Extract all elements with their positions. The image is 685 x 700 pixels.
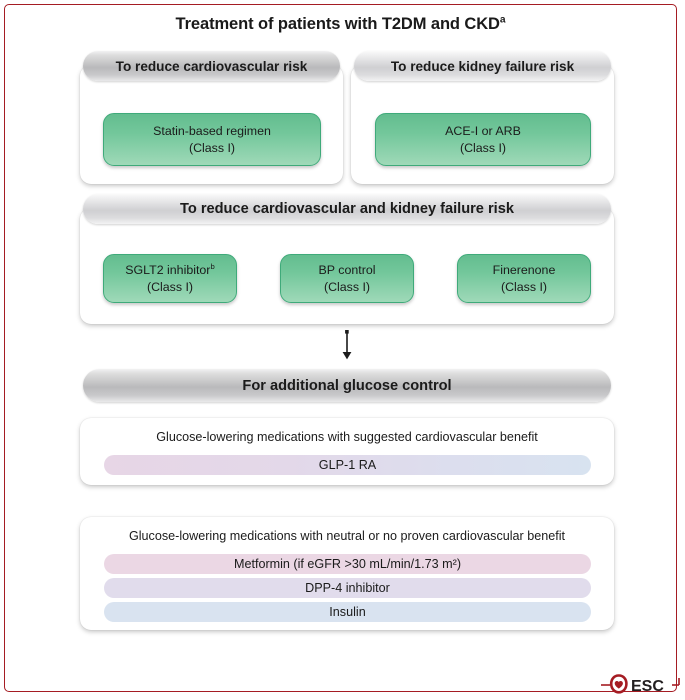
esc-logo: ESC [601, 674, 680, 695]
medbar-metformin-label: Metformin (if eGFR >30 mL/min/1.73 m²) [233, 557, 462, 571]
pill-sglt2-class: (Class I) [146, 279, 194, 294]
header-kidney-failure-risk: To reduce kidney failure risk [354, 51, 611, 81]
medbar-insulin[interactable]: Insulin [104, 602, 591, 622]
page-title: Treatment of patients with T2DM and CKDa [5, 15, 676, 34]
medbar-metformin[interactable]: Metformin (if eGFR >30 mL/min/1.73 m²) [104, 554, 591, 574]
header-kidney-failure-risk-label: To reduce kidney failure risk [390, 58, 575, 74]
pill-finerenone-name: Finerenone [492, 262, 556, 277]
pill-bp-name: BP control [318, 262, 376, 277]
page-title-superscript: a [499, 14, 506, 26]
pill-bp-class: (Class I) [323, 279, 371, 294]
pill-statin-class: (Class I) [188, 140, 236, 155]
pill-bp-control[interactable]: BP control (Class I) [280, 254, 414, 303]
pill-statin-based-regimen[interactable]: Statin-based regimen (Class I) [103, 113, 321, 166]
pill-sglt2-inhibitor[interactable]: SGLT2 inhibitorb (Class I) [103, 254, 237, 303]
medbar-glp1-ra-label: GLP-1 RA [318, 458, 377, 472]
header-cardiovascular-risk: To reduce cardiovascular risk [83, 51, 340, 81]
medbar-dpp4-inhibitor[interactable]: DPP-4 inhibitor [104, 578, 591, 598]
header-combined-risk-label: To reduce cardiovascular and kidney fail… [180, 201, 514, 217]
pill-ace-i-or-arb[interactable]: ACE-I or ARB (Class I) [375, 113, 591, 166]
pill-sglt2-superscript: b [210, 261, 215, 271]
pill-sglt2-name: SGLT2 inhibitorb [125, 261, 215, 277]
header-glucose-label: For additional glucose control [242, 377, 452, 394]
header-combined-risk: To reduce cardiovascular and kidney fail… [83, 194, 611, 224]
medbar-dpp4-label: DPP-4 inhibitor [305, 581, 390, 595]
medbar-glp1-ra[interactable]: GLP-1 RA [104, 455, 591, 475]
label-glucose-benefit: Glucose-lowering medications with sugges… [156, 430, 538, 444]
down-arrow-icon [342, 330, 352, 360]
medbar-insulin-label: Insulin [329, 605, 366, 619]
pill-ace-class: (Class I) [459, 140, 507, 155]
pill-statin-name: Statin-based regimen [153, 123, 271, 138]
page-title-text: Treatment of patients with T2DM and CKD [175, 15, 500, 33]
pill-ace-name: ACE-I or ARB [445, 123, 521, 138]
header-cardiovascular-risk-label: To reduce cardiovascular risk [115, 58, 308, 74]
label-glucose-neutral: Glucose-lowering medications with neutra… [128, 529, 566, 543]
pill-finerenone[interactable]: Finerenone (Class I) [457, 254, 591, 303]
pill-finerenone-class: (Class I) [500, 279, 548, 294]
esc-logo-text: ESC [631, 678, 664, 695]
header-additional-glucose-control: For additional glucose control [83, 369, 611, 402]
figure-frame: Treatment of patients with T2DM and CKDa… [4, 4, 680, 695]
